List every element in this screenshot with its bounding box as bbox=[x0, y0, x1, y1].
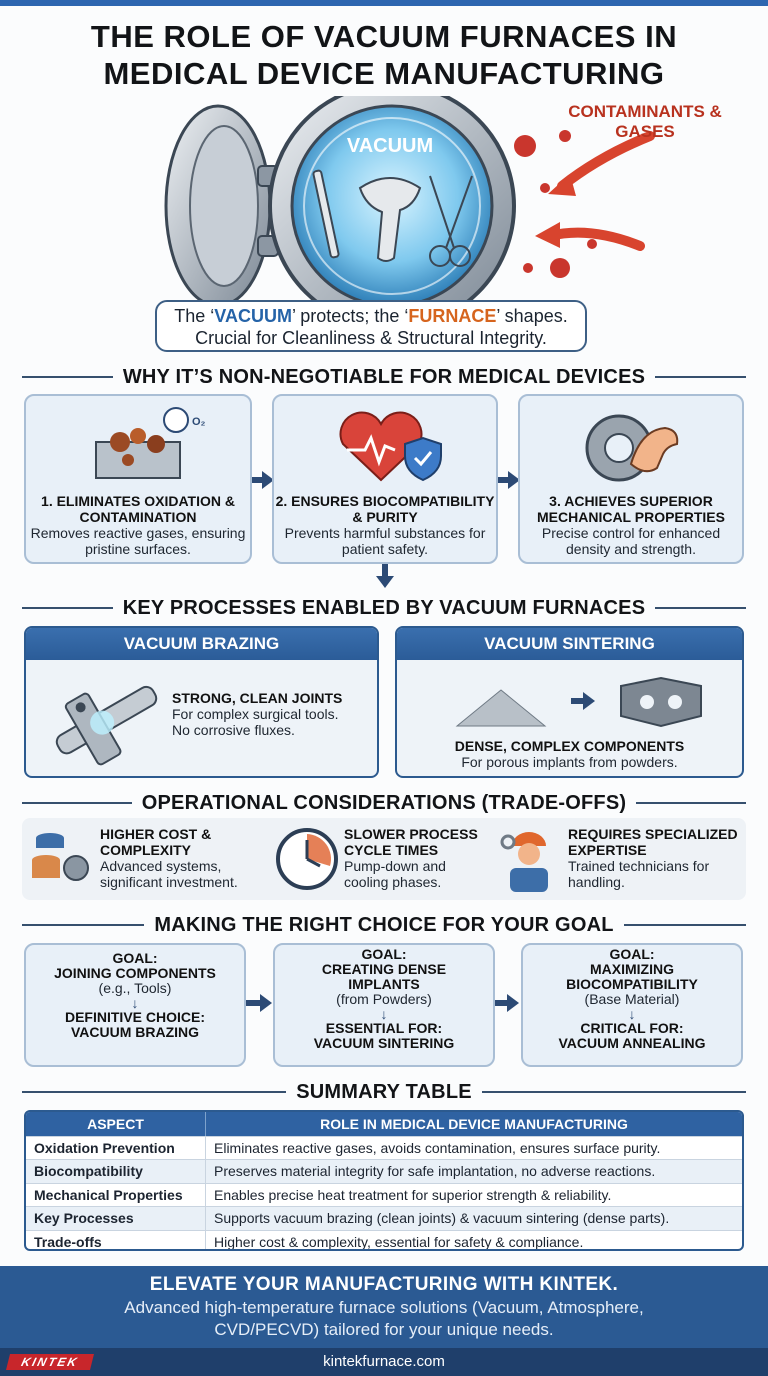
arrow-right-icon bbox=[507, 994, 519, 1012]
why-card-desc: Prevents harmful substances for patient … bbox=[284, 525, 486, 557]
goal-card-implants: GOAL: CREATING DENSE IMPLANTS (from Powd… bbox=[273, 943, 495, 1067]
table-row: Mechanical Properties Enables precise he… bbox=[26, 1182, 742, 1206]
tagline-text: ’ protects; the ‘ bbox=[291, 306, 409, 326]
top-accent-bar bbox=[0, 0, 768, 6]
vacuum-furnace-illustration: VACUUM bbox=[164, 96, 655, 306]
tradeoff-desc: Trained technicians for handling. bbox=[568, 858, 710, 890]
section-summary-header: SUMMARY TABLE bbox=[22, 1080, 746, 1104]
medical-implant-icon bbox=[312, 169, 473, 267]
arrow-down-icon bbox=[376, 576, 394, 588]
technician-icon bbox=[500, 832, 548, 892]
tradeoff-title: REQUIRES SPECIALIZED EXPERTISE bbox=[568, 826, 738, 858]
table-header-row: ASPECT ROLE IN MEDICAL DEVICE MANUFACTUR… bbox=[26, 1112, 742, 1136]
section-goals-header: MAKING THE RIGHT CHOICE FOR YOUR GOAL bbox=[22, 913, 747, 937]
why-card-title: 2. ENSURES BIOCOMPATIBILITY & PURITY bbox=[275, 493, 495, 525]
o2-icon: O₂ bbox=[192, 416, 206, 428]
brazing-head: STRONG, CLEAN JOINTS bbox=[172, 690, 343, 706]
why-card-mechanical: 3. ACHIEVES SUPERIOR MECHANICAL PROPERTI… bbox=[518, 394, 744, 564]
contaminants-label: CONTAMINANTS & GASES bbox=[568, 102, 722, 141]
table-row: Trade-offs Higher cost & complexity, ess… bbox=[26, 1229, 742, 1249]
section-processes-header: KEY PROCESSES ENABLED BY VACUUM FURNACES bbox=[22, 596, 746, 620]
tagline-text: ’ shapes. bbox=[496, 306, 568, 326]
table-row: Oxidation Prevention Eliminates reactive… bbox=[26, 1135, 742, 1159]
footer-line1: Advanced high-temperature furnace soluti… bbox=[124, 1298, 644, 1317]
tagline-line2: Crucial for Cleanliness & Structural Int… bbox=[195, 328, 547, 348]
arrow-down-icon: ↓ bbox=[131, 995, 139, 1011]
brazed-joint-icon bbox=[55, 685, 158, 766]
panel-vacuum-sintering: VACUUM SINTERING DENSE, COMPLEX COMPONEN… bbox=[395, 626, 744, 778]
clock-icon bbox=[276, 828, 338, 890]
brazing-line1: For complex surgical tools. bbox=[172, 706, 339, 722]
why-card-biocompatibility: 2. ENSURES BIOCOMPATIBILITY & PURITY Pre… bbox=[272, 394, 498, 564]
vacuum-label: VACUUM bbox=[347, 135, 433, 157]
section-tradeoffs-header: OPERATIONAL CONSIDERATIONS (TRADE-OFFS) bbox=[22, 791, 746, 815]
arrow-right-icon bbox=[508, 471, 520, 489]
panel-title: VACUUM BRAZING bbox=[26, 628, 377, 660]
heart-shield-icon bbox=[339, 411, 442, 482]
arrow-right-icon bbox=[262, 471, 274, 489]
website-link[interactable]: kintekfurnace.com bbox=[323, 1353, 445, 1370]
gear-arm-icon bbox=[585, 414, 679, 482]
arrow-right-icon bbox=[260, 994, 272, 1012]
furnace-door-icon bbox=[164, 104, 279, 306]
oxidation-metal-icon bbox=[95, 407, 189, 479]
panel-vacuum-brazing: VACUUM BRAZING STRONG, CLEAN JOINTS For … bbox=[24, 626, 379, 778]
table-header-cell: ASPECT bbox=[26, 1112, 206, 1136]
tagline-text: The ‘ bbox=[174, 306, 215, 326]
tagline-vacuum: VACUUM bbox=[214, 306, 292, 326]
coins-gear-icon bbox=[32, 833, 89, 881]
tradeoff-desc: Pump-down and cooling phases. bbox=[344, 858, 446, 890]
tradeoff-title: HIGHER COST & COMPLEXITY bbox=[100, 826, 212, 858]
tradeoff-title: SLOWER PROCESS CYCLE TIMES bbox=[344, 826, 478, 858]
panel-title: VACUUM SINTERING bbox=[397, 628, 742, 660]
table-row: Key Processes Supports vacuum brazing (c… bbox=[26, 1206, 742, 1230]
goal-card-biocompatibility: GOAL: MAXIMIZING BIOCOMPATIBILITY (Base … bbox=[521, 943, 743, 1067]
bottom-bar: KINTEK kintekfurnace.com bbox=[0, 1348, 768, 1376]
table-header-cell: ROLE IN MEDICAL DEVICE MANUFACTURING bbox=[320, 1115, 628, 1132]
goal-card-joining: GOAL: JOINING COMPONENTS (e.g., Tools) ↓… bbox=[24, 943, 246, 1067]
footer-banner: ELEVATE YOUR MANUFACTURING WITH KINTEK. … bbox=[0, 1266, 768, 1348]
arrow-down-icon: ↓ bbox=[628, 1006, 636, 1022]
why-card-desc: Removes reactive gases, ensuring pristin… bbox=[30, 525, 246, 557]
tagline-box: The ‘VACUUM’ protects; the ‘FURNACE’ sha… bbox=[155, 300, 587, 352]
footer-line2: CVD/PECVD) tailored for your unique need… bbox=[214, 1320, 554, 1339]
footer-headline: ELEVATE YOUR MANUFACTURING WITH KINTEK. bbox=[149, 1274, 619, 1295]
arrow-down-icon: ↓ bbox=[380, 1006, 388, 1022]
tagline-furnace: FURNACE bbox=[408, 306, 497, 326]
page-title: THE ROLE OF VACUUM FURNACES IN MEDICAL D… bbox=[90, 19, 678, 91]
summary-table: ASPECT ROLE IN MEDICAL DEVICE MANUFACTUR… bbox=[24, 1110, 744, 1251]
section-why-header: WHY IT’S NON-NEGOTIABLE FOR MEDICAL DEVI… bbox=[22, 365, 746, 389]
sintering-line1: For porous implants from powders. bbox=[461, 754, 678, 770]
sintering-head: DENSE, COMPLEX COMPONENTS bbox=[454, 738, 685, 754]
tradeoff-desc: Advanced systems, significant investment… bbox=[100, 858, 238, 890]
why-card-title: 1. ELIMINATES OXIDATION & CONTAMINATION bbox=[41, 493, 235, 525]
table-row: Biocompatibility Preserves material inte… bbox=[26, 1159, 742, 1183]
why-card-title: 3. ACHIEVES SUPERIOR MECHANICAL PROPERTI… bbox=[537, 493, 725, 525]
why-card-oxidation: O₂ 1. ELIMINATES OXIDATION & CONTAMINATI… bbox=[24, 394, 252, 564]
tradeoffs-box: HIGHER COST & COMPLEXITY Advanced system… bbox=[22, 818, 746, 900]
contaminant-particles-icon bbox=[514, 130, 597, 278]
powder-to-part-icon bbox=[455, 676, 702, 728]
brazing-line2: No corrosive fluxes. bbox=[172, 722, 295, 738]
why-card-desc: Precise control for enhanced density and… bbox=[541, 525, 721, 557]
